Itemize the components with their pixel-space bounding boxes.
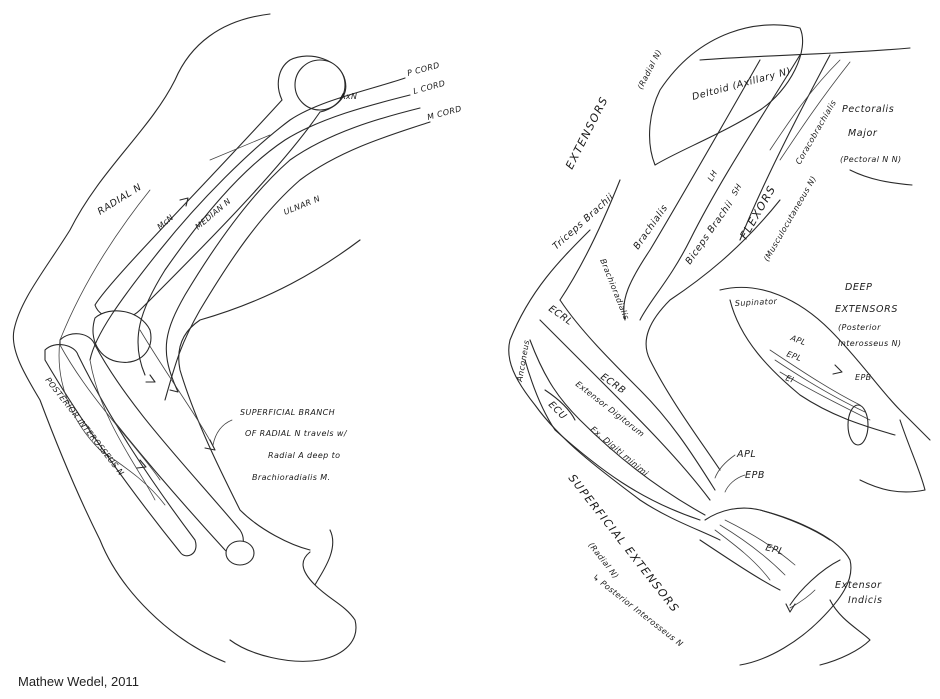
label-radial-n: RADIAL N (96, 182, 144, 218)
deep-title-1: DEEP (845, 282, 872, 293)
left-arm-drawing (12, 13, 431, 663)
label-apl: APL (736, 449, 756, 460)
label-coracobrachialis: Coracobrachialis (794, 98, 838, 166)
label-deltoid: Deltoid (Axillary N) (691, 66, 792, 103)
note-superficial-4: Brachioradialis M. (252, 473, 330, 482)
label-extensor-indicis-2: Indicis (848, 595, 883, 606)
note-superficial-2: OF RADIAL N travels w/ (245, 429, 348, 438)
label-sh: SH (730, 182, 744, 197)
label-flexors: FLEXORS (737, 183, 778, 242)
note-superficial-3: Radial A deep to (268, 451, 340, 460)
label-m-cord: M CORD (426, 104, 463, 122)
left-hand-outline (229, 529, 357, 662)
deep-extensors-inset (719, 286, 931, 493)
label-anconeus: Anconeus (515, 339, 531, 383)
label-brachioradialis: Brachioradialis (598, 257, 631, 321)
credit-text: Mathew Wedel, 2011 (18, 674, 139, 689)
label-pectoralis-3: (Pectoral N N) (840, 155, 902, 164)
label-extensors-radial-n: (Radial N) (636, 48, 664, 91)
label-brachialis: Brachialis (631, 203, 670, 252)
deep-subtitle-1: (Posterior (838, 323, 881, 332)
deep-title-2: EXTENSORS (835, 304, 898, 315)
deep-apl: APL (788, 333, 807, 347)
label-epl: EPL (764, 542, 785, 557)
label-pectoralis-2: Major (848, 128, 878, 139)
label-superficial-radial-n: (Radial N) (586, 541, 620, 581)
deep-epl: EPL (785, 349, 803, 363)
right-hand-outline (739, 509, 871, 666)
deep-epb: EPB (855, 373, 872, 382)
deep-subtitle-2: Interosseus N) (838, 339, 901, 348)
label-pectoralis-1: Pectoralis (842, 104, 894, 115)
label-ecu: ECU (546, 399, 569, 422)
label-extensor-indicis-1: Extensor (835, 580, 882, 591)
label-epb: EPB (745, 470, 765, 481)
label-biceps: Biceps Brachii (683, 199, 735, 267)
note-superficial-1: SUPERFICIAL BRANCH (240, 408, 335, 417)
label-axn: AxN (339, 92, 357, 101)
label-lh: LH (706, 169, 719, 183)
deep-ei: EI (784, 373, 795, 384)
right-arm-drawing (508, 24, 913, 666)
deep-supinator: Supinator (735, 297, 778, 308)
label-ecrl: ECRL (546, 303, 574, 327)
label-ulnar-n: ULNAR N (282, 194, 321, 217)
label-l-cord: L CORD (412, 79, 446, 96)
label-triceps: Triceps Brachii (551, 192, 617, 253)
label-extensors: EXTENSORS (563, 94, 611, 171)
label-p-cord: P CORD (406, 61, 441, 78)
